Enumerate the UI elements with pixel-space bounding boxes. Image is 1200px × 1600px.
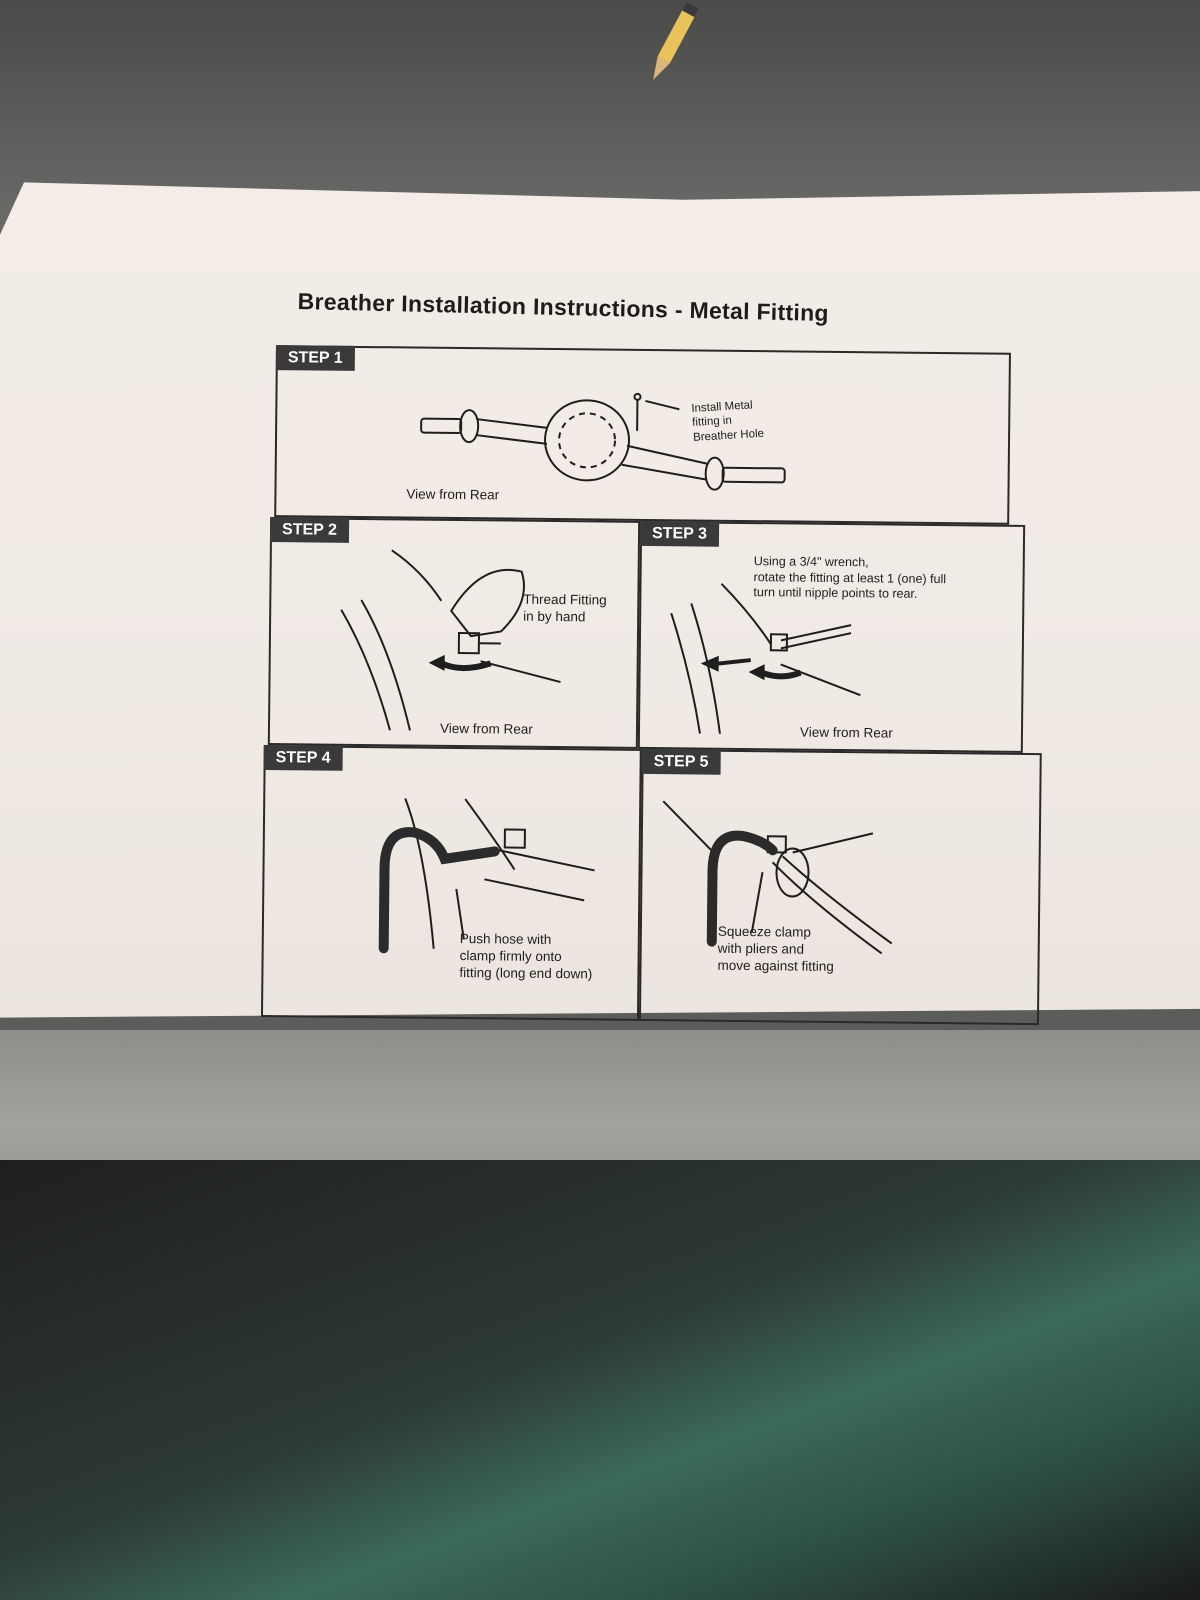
- step-2-view-label: View from Rear: [440, 721, 533, 737]
- step-1-tag: STEP 1: [276, 345, 355, 371]
- steps-grid: STEP 1 Install Metal fitting in Breather…: [261, 345, 1058, 1033]
- hand-threading-illustration: [330, 540, 572, 733]
- step-3-tag: STEP 3: [640, 521, 719, 547]
- step-3-caption: Using a 3/4" wrench, rotate the fitting …: [753, 554, 946, 603]
- step-3-panel: STEP 3 Using a 3/4" wrench, rotate the f…: [638, 521, 1025, 753]
- floor-shadow-area: [0, 1160, 1200, 1600]
- step-1-view-label: View from Rear: [406, 486, 499, 502]
- step-5-caption: Squeeze clamp with pliers and move again…: [717, 924, 834, 976]
- step-4-panel: STEP 4 Push hose with clamp firmly onto …: [261, 745, 642, 1021]
- step-5-panel: STEP 5 Squeeze clamp with pliers and mov…: [639, 749, 1042, 1025]
- step-4-caption: Push hose with clamp firmly onto fitting…: [459, 931, 592, 983]
- step-3-view-label: View from Rear: [800, 725, 893, 741]
- step-2-caption: Thread Fitting in by hand: [523, 592, 607, 627]
- step-5-tag: STEP 5: [642, 749, 721, 775]
- step-1-panel: STEP 1 Install Metal fitting in Breather…: [274, 345, 1011, 525]
- step-2-panel: STEP 2 Thread Fitting in by hand View fr…: [268, 517, 640, 749]
- step-4-tag: STEP 4: [264, 745, 343, 771]
- step-1-caption: Install Metal fitting in Breather Hole: [691, 398, 764, 445]
